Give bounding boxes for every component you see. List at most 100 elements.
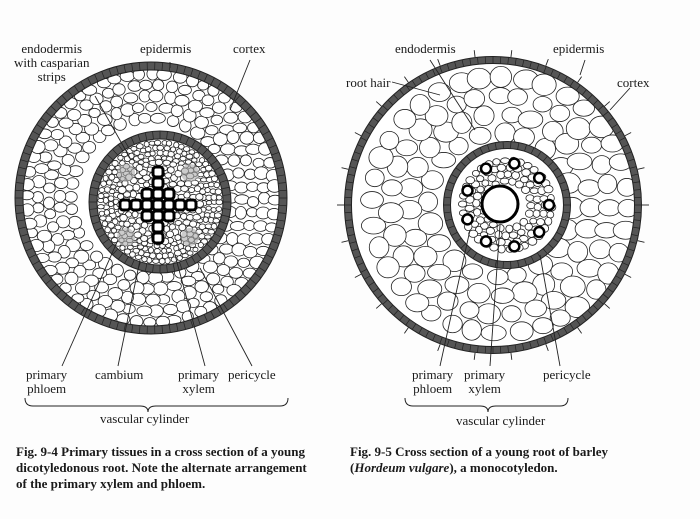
epidermis-cell-wall xyxy=(161,325,163,334)
endodermis-cell-wall xyxy=(445,188,453,192)
cortex-cell xyxy=(444,275,470,294)
epidermis-cell-wall xyxy=(73,303,80,311)
epidermis-cell-wall xyxy=(432,334,436,341)
epidermis-cell-wall xyxy=(139,62,141,71)
cortex-cell xyxy=(424,105,449,127)
cortex-cell xyxy=(406,156,429,178)
pericycle-cell xyxy=(204,165,213,172)
label-line: strips xyxy=(37,69,66,84)
cortex-cell xyxy=(117,279,131,291)
stele-cell xyxy=(499,177,510,185)
primary-xylem-vessel xyxy=(508,157,521,170)
endodermis-cell-wall xyxy=(517,142,520,150)
epidermis-cell-wall xyxy=(275,166,284,170)
cortex-cell xyxy=(473,105,495,127)
stele-cell xyxy=(195,207,203,215)
cortex-cell xyxy=(426,234,451,252)
stele-cell xyxy=(468,229,479,238)
stele-cell xyxy=(189,220,198,228)
epidermis-cell-wall xyxy=(87,311,92,319)
root-hair xyxy=(473,352,476,360)
pericycle-cell xyxy=(197,242,204,249)
stele-cell xyxy=(480,222,489,230)
pericycle-cell xyxy=(210,175,219,183)
epidermis-cell-wall xyxy=(368,281,375,287)
cortex-cell xyxy=(210,114,224,126)
epidermis-cell-wall xyxy=(631,234,639,237)
stele-cell xyxy=(495,238,506,247)
cortex-cell xyxy=(180,275,197,287)
epidermis-cell-wall xyxy=(357,262,364,266)
stele-cell xyxy=(132,183,141,192)
leader-cortex xyxy=(609,87,631,111)
cortex-cell xyxy=(64,191,78,203)
endodermis-cell-wall xyxy=(447,181,455,185)
cortex-cell xyxy=(56,215,71,229)
cortex-cell xyxy=(75,150,90,164)
cortex-cell xyxy=(53,190,67,203)
cortex-cell xyxy=(47,251,62,263)
endodermis-cell-wall xyxy=(152,131,154,140)
pericycle-cell xyxy=(161,248,168,254)
endodermis-cell-wall xyxy=(217,172,226,177)
cortex-cell xyxy=(194,280,209,294)
epidermis-cell-wall xyxy=(633,189,641,191)
epidermis-cell-wall xyxy=(618,137,626,142)
epidermis-cell-wall xyxy=(222,85,229,93)
stele-cell xyxy=(514,180,524,189)
stele-cell xyxy=(123,220,131,228)
endodermis-cell-wall xyxy=(542,155,548,162)
pericycle-cell xyxy=(126,244,134,250)
epidermis-cell-wall xyxy=(40,272,48,279)
stele-cell xyxy=(529,187,539,195)
epidermis-cell-wall xyxy=(50,284,57,291)
cortex-cell xyxy=(110,299,126,313)
endodermis-cell-wall xyxy=(94,227,103,232)
primary-xylem-vessel xyxy=(118,198,132,212)
stele-cell xyxy=(183,191,191,199)
epidermis-cell-wall xyxy=(624,151,632,155)
epidermis-cell-wall xyxy=(618,268,626,273)
pericycle-cell xyxy=(188,149,196,155)
epidermis-cell-wall xyxy=(131,63,134,72)
primary-xylem-vessel xyxy=(162,209,176,223)
endodermis-cell-wall xyxy=(130,259,135,268)
epidermis-cell-wall xyxy=(382,299,389,305)
root-hair xyxy=(510,352,513,360)
cortex-cell xyxy=(129,281,145,295)
epidermis-cell-wall xyxy=(268,144,277,149)
epidermis-cell-wall xyxy=(265,137,274,142)
endodermis-cell-wall xyxy=(524,258,527,266)
cortex-cell xyxy=(361,216,387,235)
label-pericycle-left: pericycle xyxy=(228,367,276,382)
pericycle-cell xyxy=(205,205,212,211)
endodermis-cell-wall xyxy=(443,211,451,214)
epidermis-cell-wall xyxy=(16,174,25,177)
epidermis-cell-wall xyxy=(258,124,266,130)
cortex-cell xyxy=(476,303,501,325)
root-hair xyxy=(341,240,349,243)
stele-cell xyxy=(133,231,142,239)
endodermis-cell-wall xyxy=(561,218,569,222)
primary-xylem-vessel xyxy=(151,198,165,212)
cortex-cell xyxy=(252,157,265,169)
endodermis-cell-wall xyxy=(451,231,458,236)
pericycle-cell xyxy=(214,188,223,196)
epidermis-cell-wall xyxy=(446,63,450,71)
pericycle-cell xyxy=(178,143,185,150)
cortex-cell xyxy=(237,257,251,268)
cortex-cell xyxy=(199,291,213,303)
cortex-cell xyxy=(229,221,246,232)
stele-cell xyxy=(195,193,204,201)
epidermis-cell-wall xyxy=(20,233,29,237)
stele-cell xyxy=(481,179,490,187)
pericycle-cell xyxy=(100,180,107,187)
epidermis-cell-wall xyxy=(249,278,257,285)
cortex-cell xyxy=(166,115,180,127)
label-primary-phloem-left: primary phloem xyxy=(26,368,67,396)
cortex-cell xyxy=(427,82,452,102)
cortex-cell xyxy=(223,111,239,124)
cortex-cell xyxy=(145,293,161,307)
cortex-cell xyxy=(463,89,486,109)
cortex-cell xyxy=(446,95,467,114)
